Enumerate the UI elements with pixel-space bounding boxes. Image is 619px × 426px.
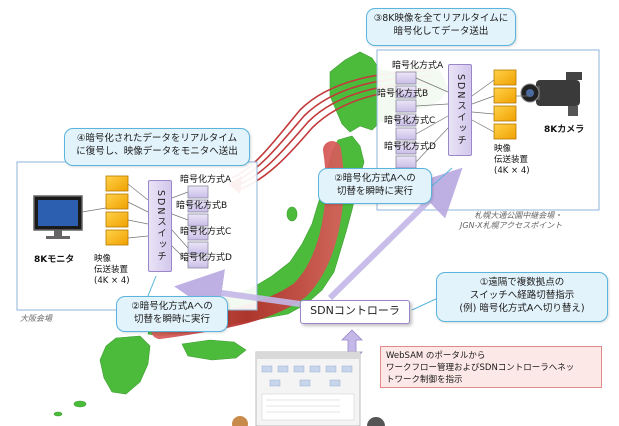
monitor-label: 8Kモニタ	[34, 255, 75, 265]
sapporo-enc-b: 暗号化方式B	[377, 89, 429, 99]
camera-icon	[520, 72, 582, 116]
osaka-site-label: 大阪会場	[20, 314, 52, 323]
control-arrows	[174, 167, 463, 317]
sapporo-enc-a: 暗号化方式A	[392, 61, 444, 71]
osaka-server-links	[171, 191, 189, 263]
osaka-enc-d: 暗号化方式D	[180, 253, 232, 263]
sado-island	[286, 206, 298, 222]
operator-figure	[232, 416, 385, 426]
websam-note: WebSAM のポータルから ワークフロー管理およびSDNコントローラへネッ ト…	[380, 346, 602, 388]
osaka-enc-b: 暗号化方式B	[176, 201, 228, 211]
callout-step2-sapporo: ②暗号化方式Aへの 切替を瞬時に実行	[318, 168, 432, 204]
southern-islet-2	[53, 411, 63, 417]
callout-step4: ④暗号化されたデータをリアルタイム に復号し、映像データをモニタへ送出	[64, 128, 250, 166]
sapporo-transmitter	[493, 69, 517, 140]
osaka-sdn-switch: SDNスイッチ	[148, 180, 172, 272]
osaka-device-label: 映像 伝送装置 (4K × 4)	[94, 254, 130, 286]
southern-islet	[73, 400, 87, 408]
websam-screenshot	[255, 351, 361, 426]
sapporo-enc-d: 暗号化方式D	[384, 142, 436, 152]
callout-step2-osaka: ②暗号化方式Aへの 切替を瞬時に実行	[116, 296, 228, 332]
sapporo-sdn-switch: SDNスイッチ	[448, 64, 472, 156]
kyushu-shape	[99, 335, 151, 395]
sapporo-site-label: 札幌大通公園中継会場・ JGN-X札幌アクセスポイント	[460, 211, 563, 230]
sapporo-server-links	[415, 77, 449, 163]
osaka-servers	[187, 185, 209, 269]
sapporo-device-label: 映像 伝送装置 (4K × 4)	[494, 144, 530, 176]
callout-step3: ③8K映像を全てリアルタイムに 暗号化してデータ送出	[366, 8, 516, 46]
monitor-icon	[33, 195, 83, 239]
callout-step1: ①遠隔で複数拠点の スイッチへ経路切替指示 (例) 暗号化方式Aへ切り替え)	[436, 272, 608, 322]
osaka-enc-a: 暗号化方式A	[180, 175, 232, 185]
osaka-enc-c: 暗号化方式C	[180, 227, 232, 237]
camera-label: 8Kカメラ	[544, 125, 585, 135]
sdn-controller: SDNコントローラ	[300, 300, 410, 324]
osaka-transmitter	[105, 175, 129, 246]
shikoku-shape	[181, 339, 247, 361]
sapporo-enc-c: 暗号化方式C	[384, 116, 436, 126]
